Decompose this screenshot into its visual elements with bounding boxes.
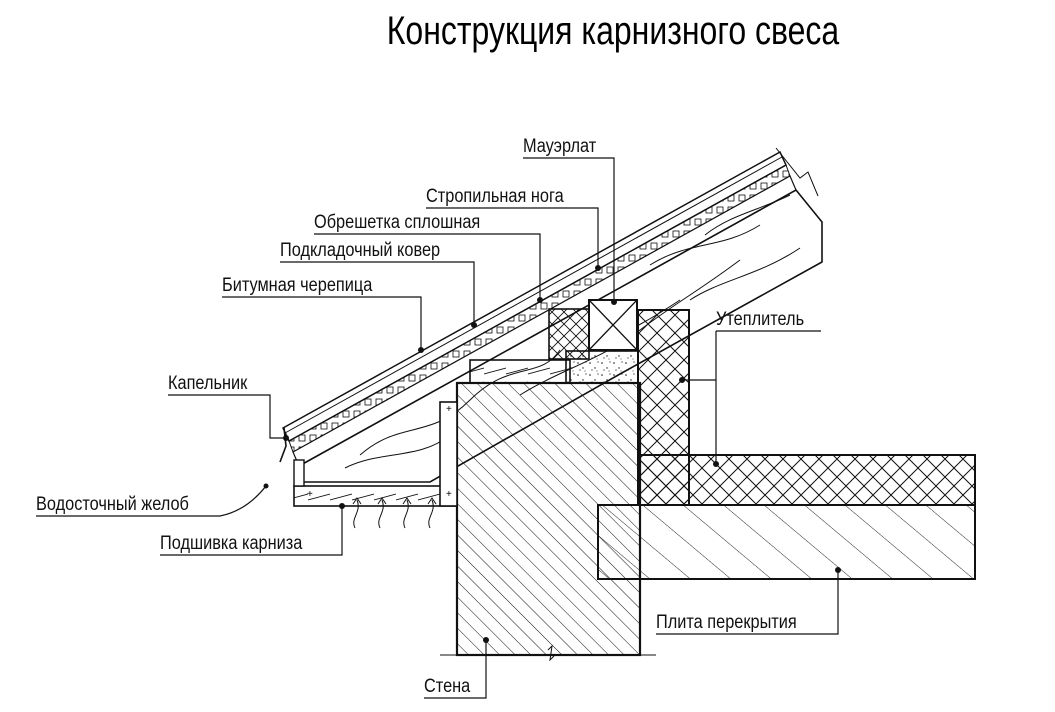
roof-slope	[282, 147, 823, 483]
floor-slab	[597, 504, 976, 580]
wall-top-board	[469, 359, 571, 384]
label-underlay: Подкладочный ковер	[280, 239, 440, 260]
svg-text:+: +	[307, 489, 313, 500]
label-insulation: Утеплитель	[716, 308, 804, 329]
soffit-assembly: + + +	[293, 401, 458, 529]
label-mauerlat: Мауэрлат	[523, 135, 596, 156]
drip-edge	[279, 427, 287, 463]
label-gutter: Водосточный желоб	[36, 493, 189, 514]
label-rafter: Стропильная нога	[426, 185, 564, 206]
diagram-title: Конструкция карнизного свеса	[387, 8, 840, 53]
svg-text:+: +	[446, 489, 452, 500]
label-slab: Плита перекрытия	[656, 611, 797, 632]
label-drip-edge: Капельник	[168, 372, 248, 393]
svg-text:+: +	[446, 404, 452, 415]
horizontal-insulation	[637, 454, 976, 506]
label-shingles: Битумная черепица	[222, 274, 372, 295]
label-sheathing: Обрешетка сплошная	[314, 211, 480, 232]
label-soffit: Подшивка карниза	[160, 532, 302, 553]
label-wall: Стена	[424, 675, 470, 696]
wall-insulation-block	[548, 308, 590, 360]
